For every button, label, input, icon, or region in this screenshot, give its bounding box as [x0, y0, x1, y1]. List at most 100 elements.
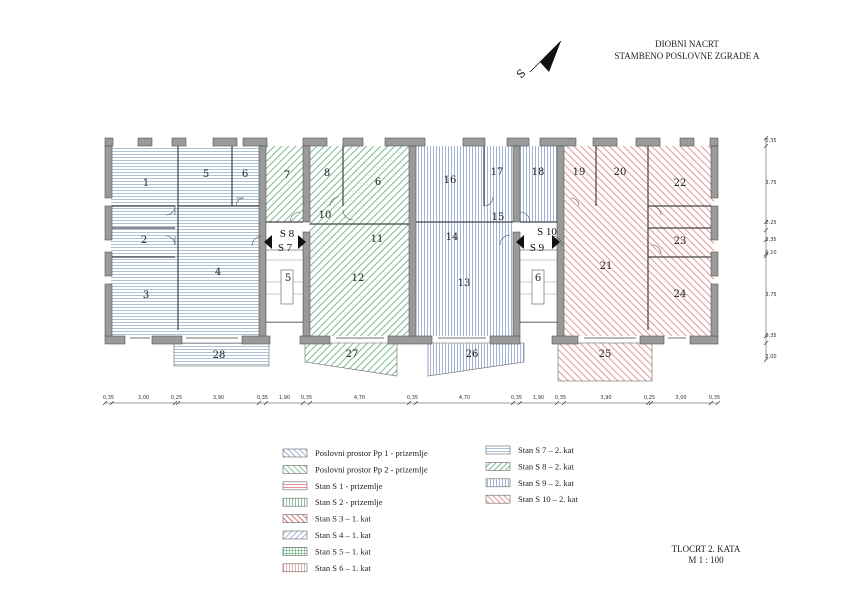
- legend-item: Stan S 9 – 2. kat: [485, 478, 574, 488]
- room-number: 25: [599, 349, 612, 360]
- dimension-label: 0,25: [644, 395, 655, 401]
- plan-caption-line2: M 1 : 100: [688, 555, 724, 565]
- room-number: 10: [319, 210, 332, 221]
- interior-partitions: [112, 146, 711, 330]
- stair-left-label-bottom: S 7: [278, 242, 293, 254]
- dimension-label: 1,90: [279, 395, 290, 401]
- legend-swatch: [485, 462, 511, 471]
- dimension-label: 0,10: [765, 250, 776, 256]
- north-arrow-icon: S: [514, 40, 562, 82]
- door-swings: [165, 196, 662, 255]
- legend-label: Stan S 2 - prizemlje: [315, 497, 383, 507]
- room-number: 18: [532, 167, 545, 178]
- apartment-s7-area: [111, 146, 270, 367]
- apartment-s10-area: [557, 146, 714, 382]
- legend-item: Poslovni prostor Pp 2 - prizemlje: [282, 464, 428, 474]
- legend-swatch: [282, 563, 308, 573]
- room-number: 23: [674, 236, 687, 247]
- legend-label: Stan S 6 – 1. kat: [315, 563, 371, 573]
- stair-right-label-top: S 10: [537, 226, 557, 238]
- legend-item: Poslovni prostor Pp 1 - prizemlje: [282, 448, 428, 458]
- stair-left-label-top: S 8: [280, 228, 295, 240]
- stair-right-label-bottom: S 9: [530, 242, 545, 254]
- room-number: 14: [446, 232, 459, 243]
- legend-label: Poslovni prostor Pp 1 - prizemlje: [315, 448, 428, 458]
- drawing-title-line1: DIOBNI NACRT: [655, 39, 719, 49]
- room-number: 7: [284, 170, 290, 181]
- stairwell-left: S 8 S 7 5: [264, 228, 306, 323]
- room-number: 1: [143, 178, 149, 189]
- legend-label: Poslovni prostor Pp 2 - prizemlje: [315, 464, 428, 474]
- legend-swatch: [485, 478, 511, 488]
- legend-item: Stan S 8 – 2. kat: [485, 461, 574, 471]
- stair-left-flight-number: 5: [285, 273, 291, 284]
- stairwell-right: S 10 S 9 6: [516, 226, 560, 323]
- legend-item: Stan S 5 – 1. kat: [282, 546, 371, 556]
- room-number: 6: [242, 169, 248, 180]
- legend-swatch: [282, 530, 308, 540]
- legend-item: Stan S 4 – 1. kat: [282, 530, 371, 540]
- legend-item: Stan S 6 – 1. kat: [282, 563, 371, 573]
- room-number: 15: [492, 212, 505, 223]
- legend-swatch: [282, 448, 308, 458]
- dimension-label: 3,75: [765, 292, 776, 298]
- legend-item: Stan S 2 - prizemlje: [282, 497, 383, 507]
- room-number: 13: [458, 278, 471, 289]
- drawing-title-line2: STAMBENO POSLOVNE ZGRADE A: [614, 51, 760, 61]
- dimension-label: 1,35: [765, 237, 776, 243]
- dimension-label: 3,00: [138, 395, 149, 401]
- stair-right-flight-number: 6: [535, 273, 541, 284]
- legend-label: Stan S 5 – 1. kat: [315, 546, 371, 556]
- room-number: 11: [371, 234, 384, 245]
- legend-label: Stan S 9 – 2. kat: [518, 478, 574, 488]
- room-number: 4: [215, 267, 221, 278]
- room-number: 12: [352, 273, 365, 284]
- legend-label: Stan S 1 - prizemlje: [315, 481, 383, 491]
- legend-label: Stan S 8 – 2. kat: [518, 461, 574, 471]
- room-number: 8: [324, 168, 330, 179]
- legend-item: Stan S 1 - prizemlje: [282, 481, 383, 491]
- dimension-label: 4,70: [354, 395, 365, 401]
- legend-label: Stan S 4 – 1. kat: [315, 530, 371, 540]
- dimension-label: 0,35: [257, 395, 268, 401]
- room-numbers: 1 2 3 4 5 6 7 8 6 10 11 12 16 17 18 15 1…: [141, 167, 687, 361]
- room-number: 26: [466, 349, 479, 360]
- apartment-s8-area: [265, 146, 409, 377]
- room-number: 28: [213, 350, 226, 361]
- arrow-left-icon: [516, 235, 524, 249]
- room-number: 24: [674, 289, 687, 300]
- room-number: 5: [203, 169, 209, 180]
- dimension-label: 2,00: [765, 354, 776, 360]
- dimension-label: 0,35: [765, 333, 776, 339]
- legend-swatch: [485, 494, 511, 504]
- arrow-right-icon: [552, 235, 560, 249]
- dimension-label: 0,35: [709, 395, 720, 401]
- legend-item: Stan S 7 – 2. kat: [485, 445, 574, 455]
- room-number: 16: [444, 175, 457, 186]
- room-number: 20: [614, 167, 627, 178]
- arrow-left-icon: [264, 235, 272, 249]
- dimension-label: 0,25: [765, 220, 776, 226]
- legend-swatch: [282, 514, 308, 523]
- legend-label: Stan S 10 – 2. kat: [518, 494, 579, 504]
- room-number: 17: [491, 167, 504, 178]
- plan-caption-line1: TLOCRT 2. KATA: [672, 544, 741, 554]
- legend-swatch: [485, 445, 511, 455]
- dimension-label: 0,35: [301, 395, 312, 401]
- dimension-label: 3,75: [765, 180, 776, 186]
- dimension-label: 0,35: [765, 138, 776, 144]
- legend-swatch: [282, 465, 308, 474]
- arrow-right-icon: [298, 235, 306, 249]
- dimension-label: 3,90: [213, 395, 224, 401]
- legend-swatch: [282, 497, 308, 507]
- dimension-label: 3,90: [600, 395, 611, 401]
- dimension-label: 0,35: [407, 395, 418, 401]
- dimension-label: 1,90: [533, 395, 544, 401]
- dimension-label: 0,25: [171, 395, 182, 401]
- room-number: 21: [600, 261, 613, 272]
- north-arrow-label: S: [514, 67, 529, 82]
- legend-label: Stan S 3 – 1. kat: [315, 514, 371, 524]
- dimension-label: 0,35: [555, 395, 566, 401]
- dimension-label: 4,70: [459, 395, 470, 401]
